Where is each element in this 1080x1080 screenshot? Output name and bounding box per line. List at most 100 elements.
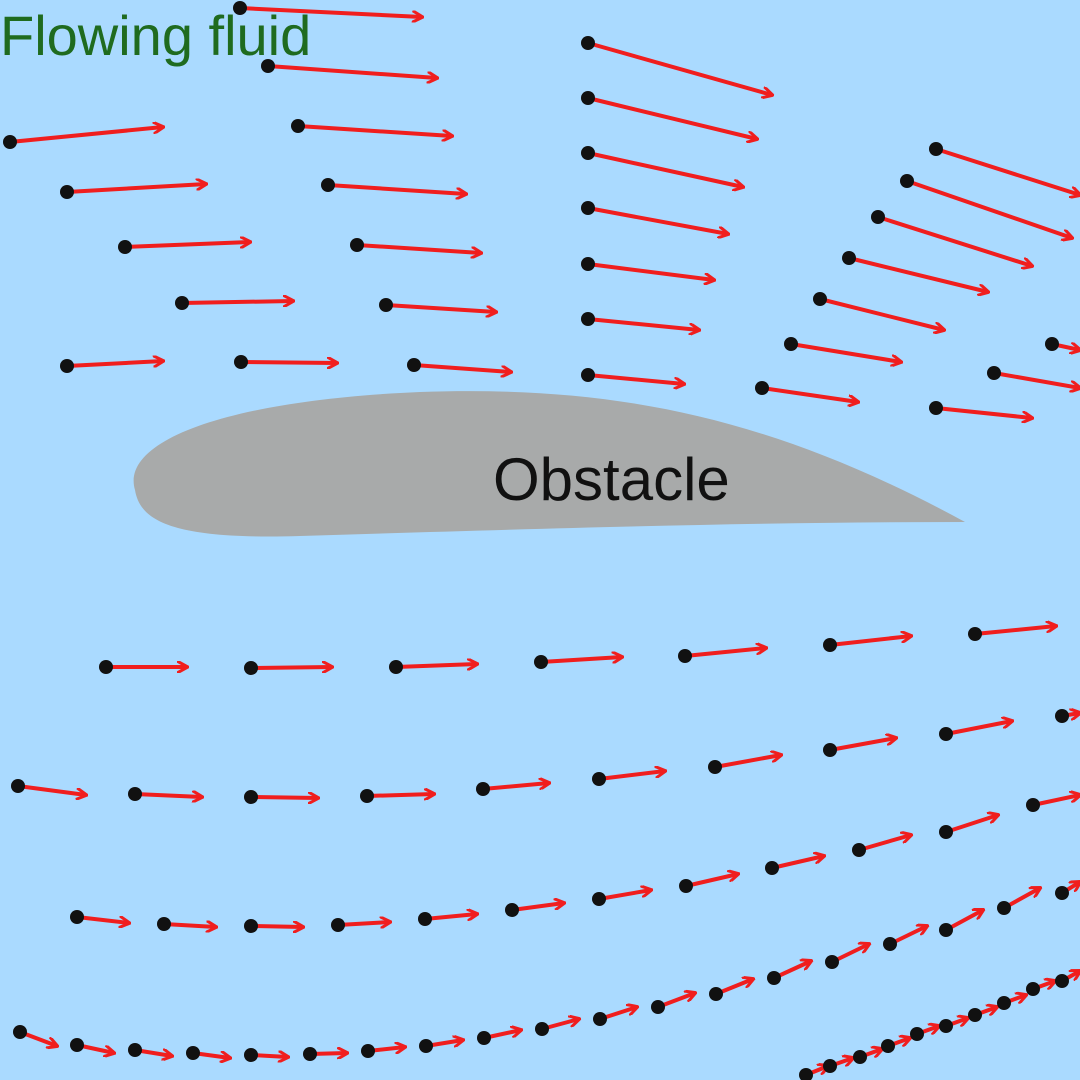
flow-arrow-icon [945,815,998,834]
flow-arrow-icon [395,664,477,667]
particle-dot-icon [581,368,595,382]
particle-dot-icon [987,366,1001,380]
particle-dot-icon [1045,337,1059,351]
particle-dot-icon [581,36,595,50]
flow-arrow-icon [829,738,896,752]
flow-arrow-icon [945,910,983,932]
particle-dot-icon [157,917,171,931]
particle-dot-icon [291,119,305,133]
particle-dot-icon [233,1,247,15]
particle-dot-icon [477,1031,491,1045]
flow-arrow-icon [974,626,1056,636]
flow-arrow-icon [76,915,129,923]
flow-arrow-icon [819,297,944,330]
particle-dot-icon [678,649,692,663]
flow-arrow-icon [366,794,434,796]
flow-arrow-icon [848,256,988,292]
flow-arrow-icon [240,362,337,363]
particle-dot-icon [997,901,1011,915]
particle-dot-icon [651,1000,665,1014]
flow-arrow-icon [250,926,303,927]
particle-dot-icon [11,779,25,793]
particle-dot-icon [581,146,595,160]
flow-arrow-icon [993,371,1080,388]
flow-arrow-icon [413,363,511,372]
particle-dot-icon [70,910,84,924]
particle-dot-icon [1055,974,1069,988]
flow-arrow-icon [181,301,293,303]
flow-arrow-icon [587,206,728,234]
particle-dot-icon [13,1025,27,1039]
flow-arrow-icon [540,657,622,664]
particle-dot-icon [765,861,779,875]
flow-arrow-icon [598,890,651,901]
flow-arrow-icon [385,303,496,312]
particle-dot-icon [581,312,595,326]
particle-dot-icon [853,1050,867,1064]
flow-arrow-icon [66,184,206,194]
particle-dot-icon [1026,982,1040,996]
particle-dot-icon [3,135,17,149]
flow-arrow-icon [587,373,684,384]
particle-dot-icon [505,903,519,917]
flow-arrow-icon [327,183,466,194]
particle-dot-icon [60,185,74,199]
particle-dot-icon [939,825,953,839]
flow-arrow-icon [587,41,772,95]
flow-arrow-icon [424,914,477,921]
flow-arrow-icon [482,783,549,791]
flow-arrow-icon [17,784,86,795]
particle-dot-icon [767,971,781,985]
particle-dot-icon [581,257,595,271]
flow-arrow-icon [250,797,318,798]
flow-arrow-icon [906,179,1072,238]
particle-dot-icon [331,918,345,932]
particle-dot-icon [534,655,548,669]
flow-arrow-icon [239,6,422,17]
particle-dot-icon [1026,798,1040,812]
flow-arrow-icon [771,856,824,870]
particle-dot-icon [784,337,798,351]
particle-dot-icon [476,782,490,796]
particle-dot-icon [70,1038,84,1052]
particle-dot-icon [234,355,248,369]
particle-dot-icon [592,892,606,906]
particle-dot-icon [910,1027,924,1041]
particle-dot-icon [852,843,866,857]
particle-dot-icon [261,59,275,73]
particle-dot-icon [900,174,914,188]
flow-arrow-icon [858,835,911,852]
flow-arrow-icon [250,667,332,668]
flow-arrow-icon [829,636,911,647]
particle-dot-icon [881,1039,895,1053]
particle-dot-icon [939,727,953,741]
diagram-title: Flowing fluid [0,4,312,67]
flow-arrow-icon [337,922,390,925]
particle-dot-icon [303,1047,317,1061]
particle-dot-icon [389,660,403,674]
particle-dot-icon [823,1059,837,1073]
obstacle-label: Obstacle [493,446,730,513]
flow-arrow-icon [1032,795,1080,807]
particle-dot-icon [939,923,953,937]
particle-dot-icon [99,660,113,674]
particle-dot-icon [842,251,856,265]
flow-arrow-icon [935,147,1080,195]
particle-dot-icon [379,298,393,312]
flow-arrow-icon [684,648,766,658]
flow-arrow-icon [124,242,250,249]
particle-dot-icon [244,919,258,933]
flow-arrow-icon [297,124,452,136]
vector-field [3,1,1080,1080]
particle-dot-icon [321,178,335,192]
flow-arrow-icon [598,771,665,781]
particle-dot-icon [535,1022,549,1036]
flow-arrow-icon [9,127,163,144]
flow-arrow-icon [267,64,437,78]
particle-dot-icon [755,381,769,395]
particle-dot-icon [883,937,897,951]
particle-dot-icon [1055,709,1069,723]
particle-dot-icon [968,1008,982,1022]
particle-dot-icon [708,760,722,774]
particle-dot-icon [360,789,374,803]
